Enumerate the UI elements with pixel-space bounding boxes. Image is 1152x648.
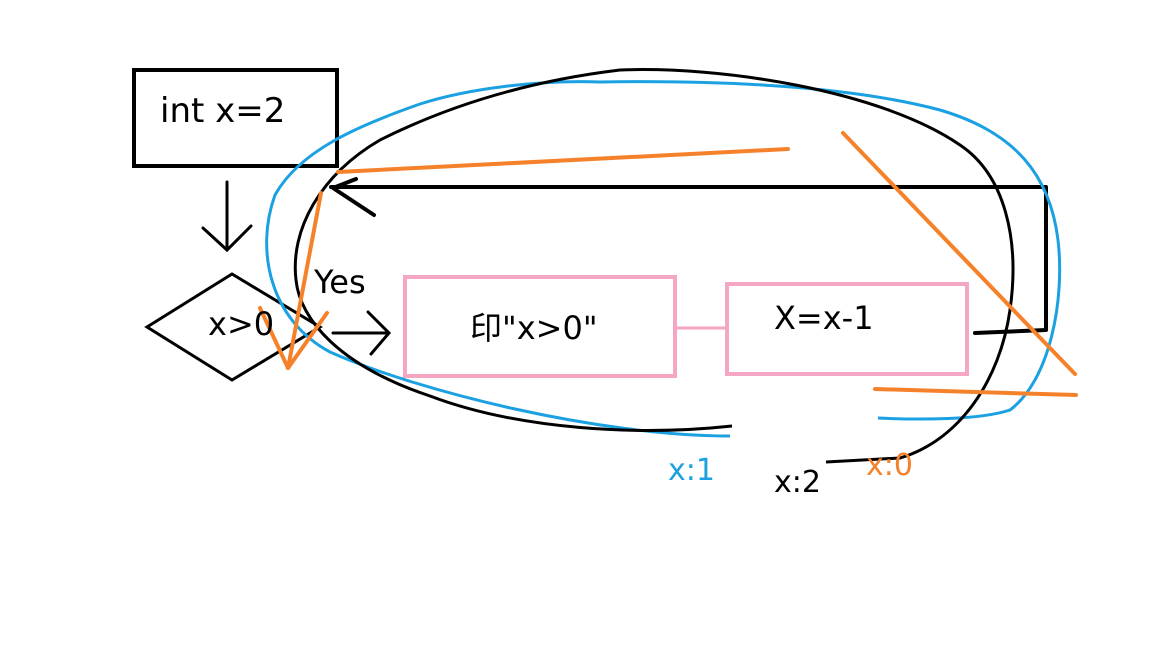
blue-loop-marker bbox=[265, 80, 1062, 438]
decrement-label: X=x-1 bbox=[774, 299, 874, 337]
decrement-box bbox=[725, 282, 969, 376]
init-label: int x=2 bbox=[160, 91, 286, 131]
x2-annotation: x:2 bbox=[774, 465, 821, 500]
print-label: 印"x>0" bbox=[470, 309, 598, 347]
black-loop-marker bbox=[293, 68, 1015, 464]
yes-label: Yes bbox=[314, 263, 366, 301]
arrow-init-to-decision bbox=[201, 180, 253, 253]
x1-annotation: x:1 bbox=[668, 453, 715, 488]
x0-annotation: x:0 bbox=[866, 448, 913, 483]
init-box bbox=[132, 68, 339, 168]
orange-strike-marks bbox=[258, 131, 1078, 397]
decision-diamond bbox=[144, 272, 323, 382]
arrow-yes-to-print bbox=[331, 310, 392, 356]
condition-label: x>0 bbox=[208, 305, 275, 343]
loop-back-arrow bbox=[329, 177, 1048, 335]
